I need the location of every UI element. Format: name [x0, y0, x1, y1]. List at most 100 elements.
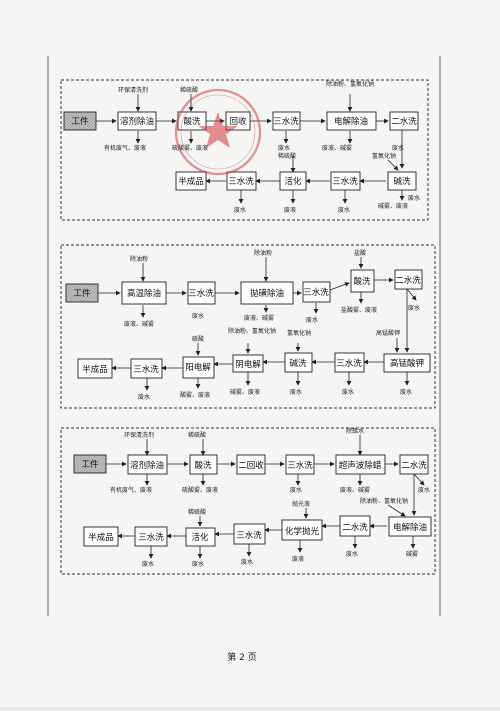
d1-triple-rinse-2-node: 三水洗	[330, 171, 361, 191]
process-diagram-3: 工件 溶剂除油 酸洗 二回收 三水洗 超声波除蜡 二水洗 电解除油 二水洗 化学…	[60, 427, 436, 575]
d3-acid-wash-node: 酸洗	[189, 454, 218, 475]
d2-label-waste-water-3: 废水	[408, 304, 420, 312]
d2-label-acid-mist-liquid: 酸雾、废液	[180, 391, 210, 399]
d3-label-alkali-mist: 碱雾	[406, 550, 418, 558]
d1-semi-product-node: 半成品	[175, 171, 207, 191]
d3-double-rinse-2-node: 二水洗	[339, 515, 371, 537]
svg-text:二水洗: 二水洗	[395, 275, 421, 286]
svg-text:三水洗: 三水洗	[287, 460, 313, 471]
svg-text:电解除油: 电解除油	[334, 116, 368, 127]
svg-text:溶剂除油: 溶剂除油	[130, 460, 164, 471]
svg-text:高锰酸钾: 高锰酸钾	[390, 358, 424, 369]
d2-label-waste-water-4: 废水	[290, 388, 302, 396]
d3-label-dilute-sulfuric: 稀硫酸	[188, 431, 206, 439]
d1-solvent-degrease-node: 溶剂除油	[117, 111, 157, 131]
d2-label-waste-water-6: 废水	[138, 393, 150, 401]
svg-text:活化: 活化	[191, 532, 209, 543]
svg-text:回收: 回收	[229, 116, 247, 127]
d3-label-wax-remover: 除蜡水	[346, 427, 364, 435]
official-seal-stamp	[174, 88, 262, 176]
d2-triple-rinse-1-node: 三水洗	[187, 281, 216, 305]
svg-text:二回收: 二回收	[238, 460, 264, 471]
d3-label-polish-liquid: 抛光液	[292, 500, 310, 508]
d2-label-waste-liquid-mist-2: 废液、碱雾	[244, 314, 274, 322]
svg-text:活化: 活化	[284, 176, 302, 187]
svg-text:三水洗: 三水洗	[336, 358, 362, 369]
d2-label-high-mn-acid: 高锰酸钾	[376, 329, 400, 337]
svg-text:三水洗: 三水洗	[236, 530, 262, 541]
d1-label-sulfuric-mist: 硫酸雾、废液	[172, 144, 208, 152]
d1-double-rinse-node: 二水洗	[389, 111, 419, 131]
d1-workpiece-node: 工件	[63, 111, 97, 131]
d1-recovery-node: 回收	[225, 111, 251, 131]
d3-activation-node: 活化	[185, 527, 216, 547]
d2-label-sulfuric: 硫酸	[192, 335, 204, 343]
d3-label-waste-liquid-mist: 废液、碱雾	[340, 486, 370, 494]
svg-text:电解除油: 电解除油	[393, 522, 427, 533]
svg-text:三水洗: 三水洗	[133, 364, 159, 375]
d2-label-hydrochloric: 盐酸	[354, 249, 366, 257]
process-diagram-1: 工件 溶剂除油 酸洗 回收 三水洗 电解除油 二水洗 碱洗 三水洗 活化 三水洗…	[60, 79, 429, 221]
d1-alkali-wash-node: 碱洗	[387, 171, 417, 191]
d2-label-degrease-naoh: 除油粉、氢氧化钠	[228, 327, 276, 335]
svg-text:化学抛光: 化学抛光	[285, 526, 320, 537]
svg-text:半成品: 半成品	[82, 364, 108, 375]
svg-text:酸洗: 酸洗	[353, 276, 371, 287]
d3-label-waste-water-6: 废水	[142, 560, 154, 568]
d2-label-hcl-mist: 盐酸雾、废液	[341, 306, 377, 314]
svg-text:阳电解: 阳电解	[185, 362, 211, 373]
svg-text:半成品: 半成品	[178, 176, 204, 187]
diagram3-frame	[60, 427, 436, 575]
d3-double-rinse-1-node: 二水洗	[399, 454, 429, 475]
d3-label-waste-water-3: 废水	[241, 558, 253, 566]
d3-label-waste-water-1: 废水	[290, 486, 302, 494]
d2-cathode-electrolysis-node: 阴电解	[232, 354, 264, 373]
svg-text:酸洗: 酸洗	[194, 460, 212, 471]
d1-label-degrease-powder: 除油粉、氢氧化钠	[326, 80, 374, 88]
d3-label-eco-cleaner: 环保清洗剂	[124, 431, 154, 439]
svg-text:工件: 工件	[71, 116, 89, 127]
d3-label-dilute-sulfuric-2: 稀硫酸	[188, 508, 206, 516]
d2-high-temp-degrease-node: 高温除油	[121, 281, 167, 305]
svg-text:工件: 工件	[73, 288, 91, 299]
d1-label-alkali-mist-waste: 碱雾、废液	[378, 202, 408, 210]
d3-recovery-node: 二回收	[236, 454, 266, 475]
process-diagram-2: 工件 高温除油 三水洗 拋磺除油 三水洗 酸洗 二水洗 高锰酸钾 三水洗 碱洗 …	[60, 244, 436, 409]
d2-semi-product-node: 半成品	[77, 358, 113, 379]
svg-text:碱洗: 碱洗	[289, 358, 307, 369]
d1-activation-node: 活化	[279, 171, 307, 191]
d1-label-organic-waste: 有机废气、废液	[104, 144, 146, 152]
d3-triple-rinse-2-node: 三水洗	[233, 523, 266, 545]
svg-text:溶剂除油: 溶剂除油	[120, 116, 154, 127]
d2-anode-electrolysis-node: 阳电解	[182, 356, 215, 379]
svg-text:三水洗: 三水洗	[273, 116, 299, 127]
d1-label-dilute-sulfuric-2: 稀硫酸	[278, 152, 296, 160]
d2-workpiece-node: 工件	[65, 283, 99, 303]
d1-label-dilute-sulfuric: 稀硫酸	[180, 86, 198, 94]
d2-label-waste-water-2: 废水	[306, 316, 318, 324]
svg-text:二水洗: 二水洗	[391, 116, 417, 127]
d1-label-eco-cleaner: 环保清洗剂	[118, 86, 148, 94]
svg-text:工件: 工件	[81, 459, 99, 470]
d1-electro-degrease-node: 电解除油	[326, 111, 377, 131]
svg-text:二水洗: 二水洗	[401, 460, 427, 471]
svg-text:三水洗: 三水洗	[303, 287, 329, 298]
diagram2-frame	[60, 244, 436, 409]
d1-label-sodium-hydroxide: 氢氧化钠	[372, 152, 396, 160]
page-number: 第 2 页	[227, 651, 256, 663]
svg-text:高温除油: 高温除油	[127, 288, 161, 299]
d3-solvent-degrease-node: 溶剂除油	[127, 454, 168, 475]
d3-label-waste-water-5: 废水	[192, 560, 204, 568]
svg-text:超声波除蜡: 超声波除蜡	[339, 460, 382, 471]
svg-text:半成品: 半成品	[88, 532, 114, 543]
d2-label-degrease-powder-2: 除油粉	[254, 249, 272, 257]
svg-text:酸洗: 酸洗	[183, 116, 201, 127]
d2-double-rinse-node: 二水洗	[394, 269, 423, 290]
d2-alkali-wash-node: 碱洗	[284, 352, 313, 373]
d1-label-waste-liquid-1: 废液	[284, 206, 296, 214]
d2-ultrasonic-degrease-node: 拋磺除油	[240, 281, 294, 305]
d2-triple-rinse-2-node: 三水洗	[302, 281, 331, 303]
d2-label-waste-water-1: 废水	[192, 312, 204, 320]
